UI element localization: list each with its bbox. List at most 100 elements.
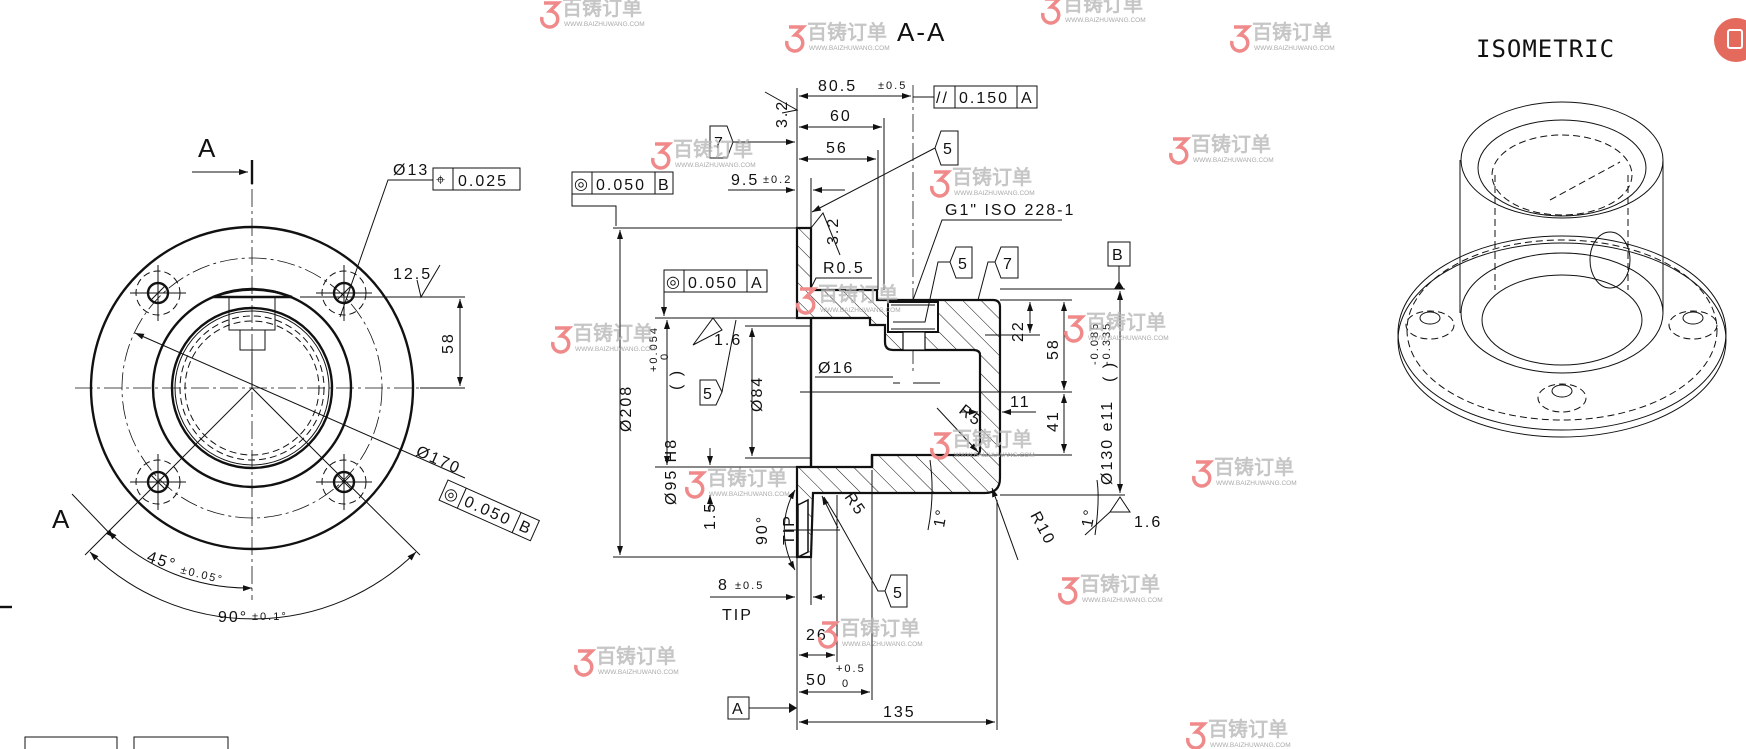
roughness-top-label: 3.2 bbox=[774, 100, 791, 128]
dia-84-label: Ø84 bbox=[749, 376, 766, 412]
dim-58-label: 58 bbox=[440, 332, 457, 354]
roughness-right-label: 1.6 bbox=[1134, 514, 1162, 531]
datum-a-label: A bbox=[732, 701, 745, 718]
dim-41-label: 41 bbox=[1045, 410, 1062, 432]
watermark-logo-icon bbox=[818, 621, 841, 649]
watermark-brand: 百铸订单 bbox=[1214, 455, 1294, 479]
dim-60-label: 60 bbox=[830, 108, 852, 125]
watermark-url: WWW.BAIZHUWANG.COM bbox=[1082, 597, 1163, 604]
roughness-flange-label: 3.2 bbox=[825, 217, 842, 245]
watermark-brand: 百铸订单 bbox=[1086, 310, 1166, 334]
angle-1-right-label: 1° bbox=[1079, 507, 1099, 529]
watermark-brand: 百铸订单 bbox=[1080, 572, 1160, 596]
tag-7-mid: 7 bbox=[977, 246, 1019, 301]
watermark-brand: 百铸订单 bbox=[952, 427, 1032, 451]
angle-1-left-label: 1° bbox=[931, 507, 951, 529]
concentricity-frame-b-section: ◎ 0.050 B bbox=[571, 171, 674, 226]
watermark-url: WWW.BAIZHUWANG.COM bbox=[820, 307, 901, 314]
angle-90-label: 90° bbox=[754, 515, 771, 545]
datum-b: B bbox=[1107, 241, 1131, 289]
datum-a: A bbox=[727, 696, 797, 720]
section-mark-bottom: A bbox=[52, 504, 71, 534]
watermark-brand: 百铸订单 bbox=[840, 616, 920, 640]
dia-130-label: Ø130 e11 bbox=[1099, 400, 1116, 485]
parallelism-frame: // 0.150 A bbox=[933, 85, 1038, 109]
concentricity-a-symbol: ◎ bbox=[666, 274, 682, 291]
watermark-brand: 百铸订单 bbox=[573, 321, 653, 345]
watermark-brand: 百铸订单 bbox=[952, 165, 1032, 189]
parallelism-value: 0.150 bbox=[959, 90, 1009, 107]
tag-5-bottom: 5 bbox=[823, 496, 908, 608]
watermark-brand: 百铸订单 bbox=[707, 466, 787, 490]
dia-130-tol-upper: -0.085 bbox=[1089, 322, 1101, 365]
tip-label: TIP bbox=[722, 607, 753, 624]
watermark-logo-icon bbox=[540, 1, 563, 29]
watermark-url: WWW.BAIZHUWANG.COM bbox=[954, 452, 1035, 459]
parallelism-symbol: // bbox=[936, 90, 949, 107]
roughness-bore-label: 1.6 bbox=[714, 332, 742, 349]
concentricity-datum: B bbox=[516, 518, 534, 539]
flange-outline bbox=[89, 225, 415, 551]
dim-22-label: 22 bbox=[1010, 320, 1027, 342]
concentricity-b-symbol: ◎ bbox=[574, 176, 590, 193]
tag-7-top: 7 bbox=[709, 125, 795, 159]
watermark-logo-icon bbox=[1186, 722, 1209, 749]
watermark-logo-icon bbox=[1058, 577, 1081, 605]
watermark-url: WWW.BAIZHUWANG.COM bbox=[598, 669, 679, 676]
tag-5-mid-label: 5 bbox=[958, 256, 969, 273]
radius-r10-label: R10 bbox=[1026, 509, 1058, 548]
tip-detail bbox=[797, 498, 809, 559]
concentricity-frame-b: ◎ 0.050 B bbox=[438, 479, 541, 542]
document-icon bbox=[1727, 29, 1743, 49]
dia-95-tol-lower: 0 bbox=[659, 352, 671, 360]
watermark-url: WWW.BAIZHUWANG.COM bbox=[1065, 17, 1146, 24]
concentricity-b-datum: B bbox=[658, 177, 671, 194]
watermark-url: WWW.BAIZHUWANG.COM bbox=[575, 346, 656, 353]
watermark-url: WWW.BAIZHUWANG.COM bbox=[675, 162, 756, 169]
title-block-cells bbox=[24, 736, 229, 749]
watermark-brand: 百铸订单 bbox=[596, 644, 676, 668]
watermark-logo-icon bbox=[930, 170, 953, 198]
watermark-logo-icon bbox=[551, 326, 574, 354]
tag-5-bottom-label: 5 bbox=[893, 585, 904, 602]
watermark-brand: 百铸订单 bbox=[1063, 0, 1143, 16]
section-mark-top: A bbox=[198, 133, 217, 163]
watermark-url: WWW.BAIZHUWANG.COM bbox=[809, 45, 890, 52]
tag-5-left: 5 bbox=[699, 319, 737, 406]
position-tolerance-frame: ⌖ 0.025 bbox=[432, 167, 521, 191]
radius-r0-5-label: R0.5 bbox=[823, 260, 865, 277]
bolt-circle-label: Ø170 bbox=[413, 443, 463, 478]
dia-208-label: Ø208 bbox=[618, 385, 635, 432]
bolt-holes bbox=[130, 265, 372, 510]
position-symbol: ⌖ bbox=[436, 172, 447, 189]
dim-50-label: 50 bbox=[806, 672, 828, 689]
tag-7-mid-label: 7 bbox=[1003, 256, 1014, 273]
watermark-url: WWW.BAIZHUWANG.COM bbox=[709, 491, 790, 498]
watermark-logo-icon bbox=[574, 649, 597, 677]
watermark-url: WWW.BAIZHUWANG.COM bbox=[1216, 480, 1297, 487]
dia-95-tol-upper: +0.054 bbox=[648, 326, 660, 372]
watermark-url: WWW.BAIZHUWANG.COM bbox=[1254, 45, 1335, 52]
app-badge-button[interactable] bbox=[1714, 18, 1746, 62]
bolt-circle bbox=[121, 257, 383, 519]
front-view: A A Ø13 ⌖ 0.025 12.5 58 Ø170 ◎ 0.050 B 4… bbox=[52, 133, 541, 626]
tag-5-top-label: 5 bbox=[943, 141, 954, 158]
watermark-logo-icon bbox=[785, 25, 808, 53]
watermark-logo-icon bbox=[1169, 137, 1192, 165]
dim-26-label: 26 bbox=[806, 627, 828, 644]
watermark-logo-icon bbox=[1041, 0, 1061, 25]
watermark-url: WWW.BAIZHUWANG.COM bbox=[842, 641, 923, 648]
watermark-logo-icon bbox=[1064, 315, 1087, 343]
watermark-logo-icon bbox=[796, 287, 819, 315]
